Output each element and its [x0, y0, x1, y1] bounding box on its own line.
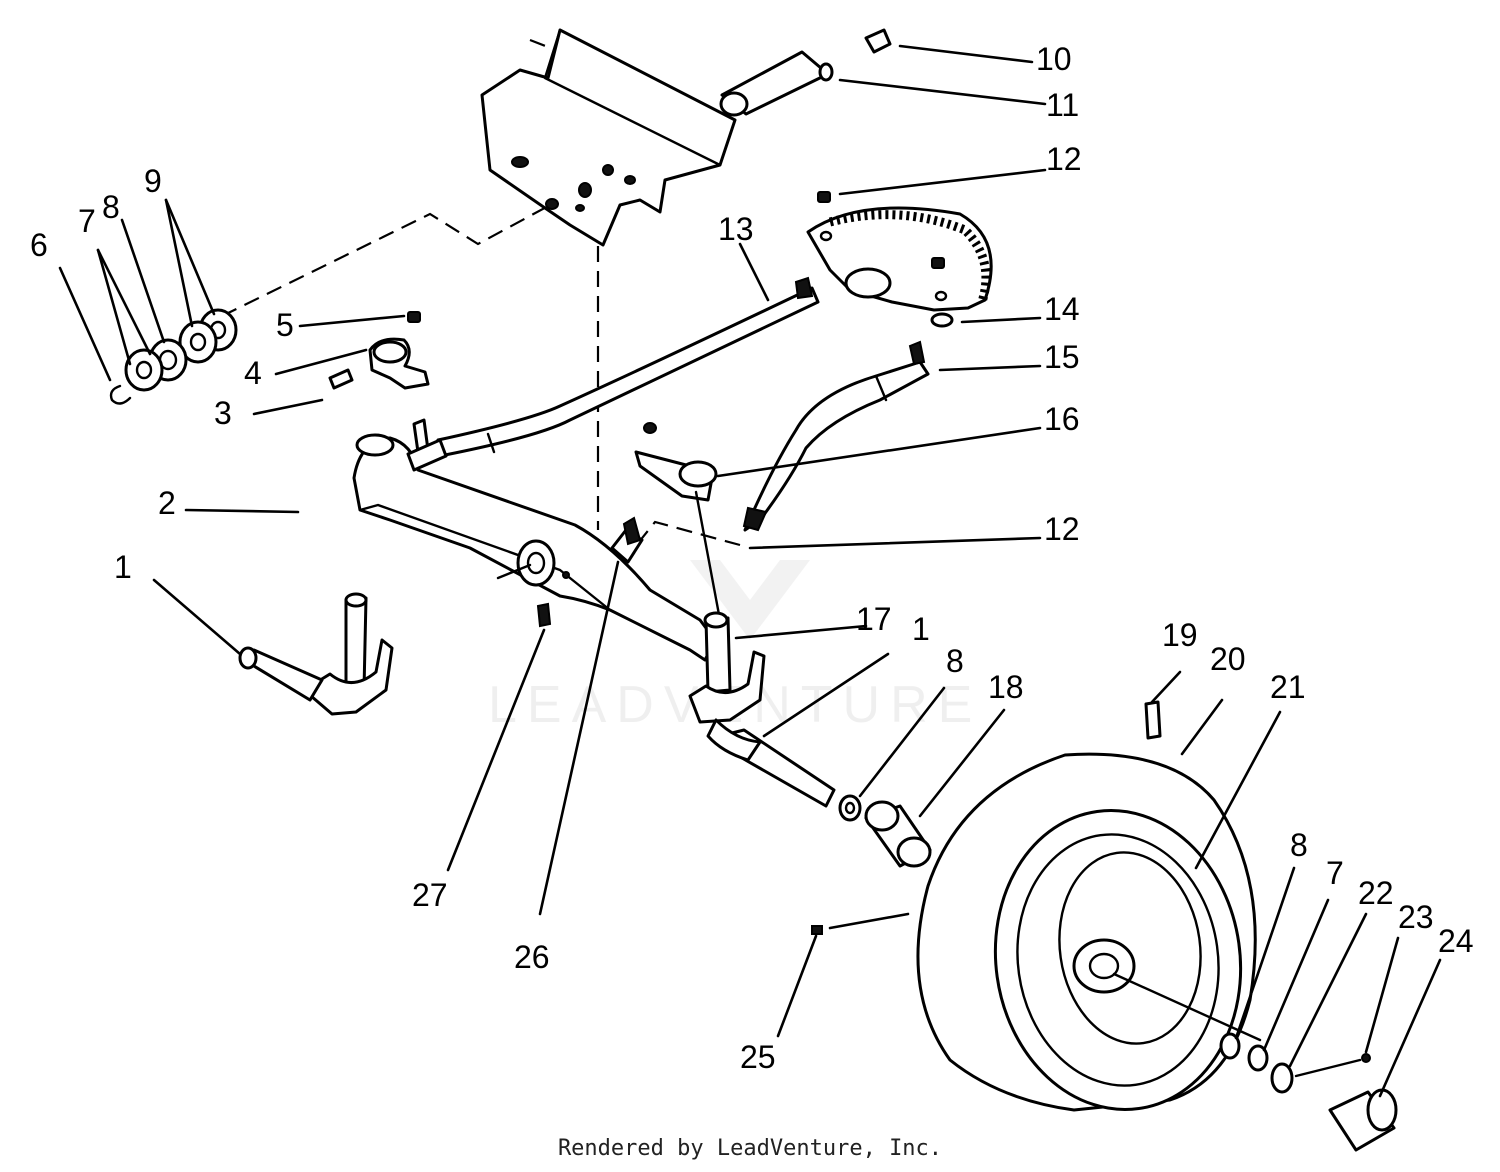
callout-5: 5 [276, 307, 294, 343]
left-spindle [238, 592, 394, 716]
wheel-hardware [1112, 972, 1398, 1152]
right-spindle [688, 611, 836, 808]
callout-4: 4 [244, 355, 262, 391]
callout-8b: 8 [946, 643, 964, 679]
tie-rod [436, 276, 820, 457]
leader-lines [58, 44, 1442, 1098]
drag-link [742, 340, 930, 532]
left-washers [109, 308, 238, 405]
front-wheel [811, 700, 1257, 1112]
callout-24: 24 [1438, 923, 1474, 959]
callout-21: 21 [1270, 669, 1306, 705]
callout-12b: 12 [1044, 511, 1080, 547]
right-steering-arm [634, 422, 722, 622]
callout-20: 20 [1210, 641, 1246, 677]
callout-8c: 8 [1290, 827, 1308, 863]
callout-12: 12 [1046, 141, 1082, 177]
callout-7: 7 [78, 203, 96, 239]
front-axle [352, 433, 717, 662]
callout-8: 8 [102, 189, 120, 225]
callout-11: 11 [1046, 87, 1079, 123]
callout-15: 15 [1044, 339, 1080, 375]
callout-27: 27 [412, 877, 448, 913]
callout-25: 25 [740, 1039, 776, 1075]
wheel-bushing [838, 794, 932, 868]
callout-10: 10 [1036, 41, 1072, 77]
callout-18: 18 [988, 669, 1024, 705]
callout-19: 19 [1162, 617, 1198, 653]
sector-gear [806, 191, 993, 328]
footer-credit: Rendered by LeadVenture, Inc. [557, 1136, 943, 1161]
callout-1: 1 [114, 549, 132, 585]
left-steering-arm [328, 311, 448, 472]
callout-1b: 1 [912, 611, 930, 647]
callout-3: 3 [214, 395, 232, 431]
callout-22: 22 [1358, 875, 1394, 911]
callout-17: 17 [856, 601, 892, 637]
pivot-pin [719, 28, 892, 117]
callout-labels: 10 11 12 13 7 8 9 6 5 4 3 14 15 16 2 12 … [30, 41, 1474, 1075]
callout-16: 16 [1044, 401, 1080, 437]
callout-14: 14 [1044, 291, 1080, 327]
callout-7b: 7 [1326, 855, 1344, 891]
callout-13: 13 [718, 211, 754, 247]
callout-2: 2 [158, 485, 176, 521]
callout-23: 23 [1398, 899, 1434, 935]
frame-bracket [480, 28, 737, 247]
callout-9: 9 [144, 163, 162, 199]
callout-6: 6 [30, 227, 48, 263]
callout-26: 26 [514, 939, 550, 975]
